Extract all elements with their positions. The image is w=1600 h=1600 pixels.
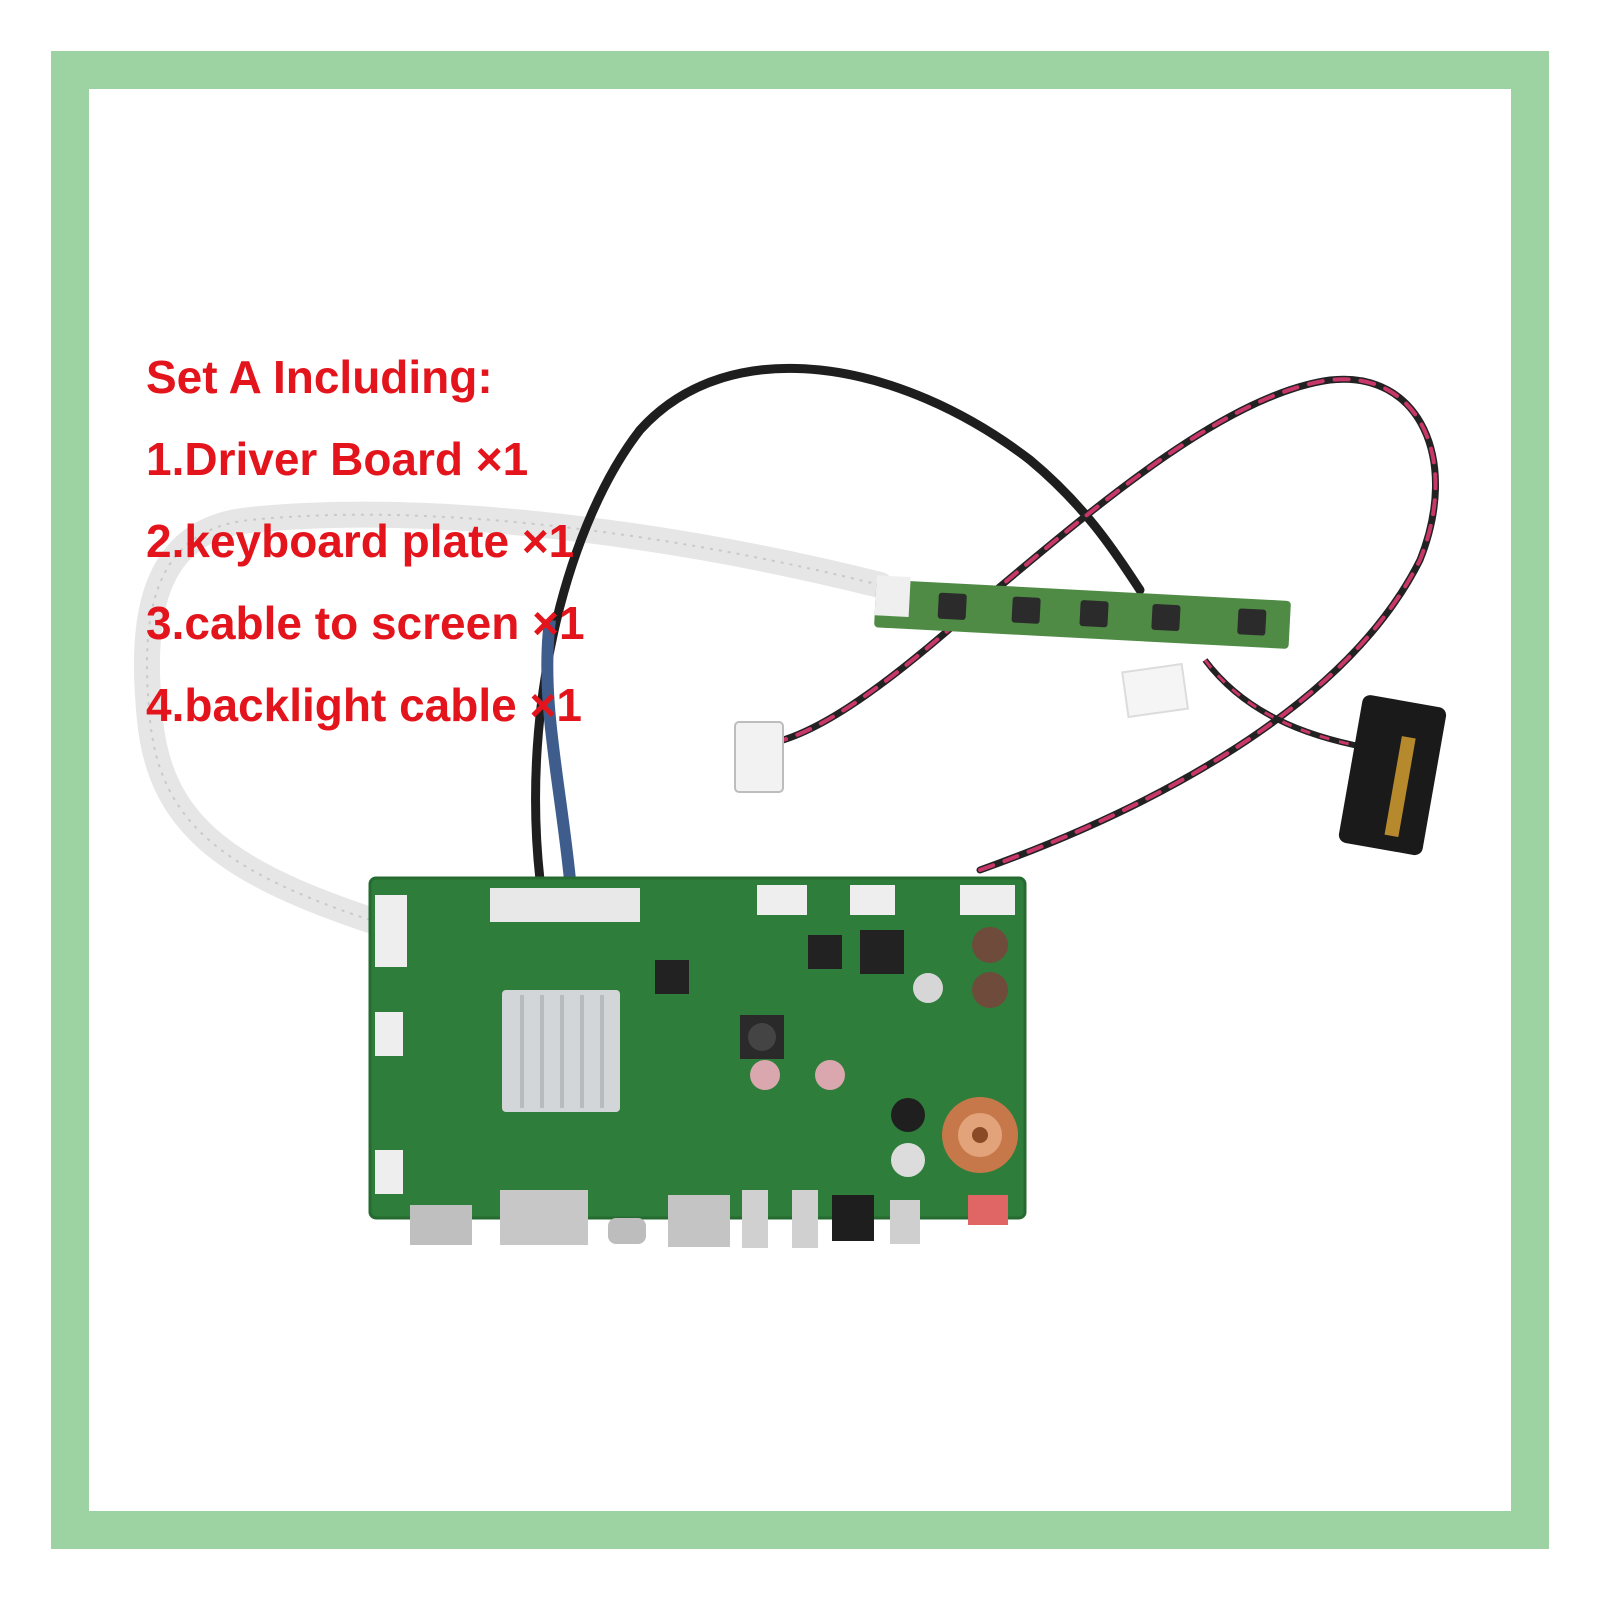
caption-item-driver-board: 1.Driver Board ×1 bbox=[146, 433, 529, 485]
backlight-connector bbox=[734, 721, 784, 793]
caption-item-keyboard-plate: 2.keyboard plate ×1 bbox=[146, 515, 575, 567]
screen-connector bbox=[1338, 695, 1447, 856]
cable-label bbox=[1121, 662, 1190, 719]
caption-item-backlight-cable: 4.backlight cable ×1 bbox=[146, 679, 582, 731]
lvds-cable bbox=[541, 619, 576, 881]
white-background bbox=[89, 89, 1511, 1511]
caption-heading: Set A Including: bbox=[146, 351, 493, 403]
included-items-caption: Set A Including: 1.Driver Board ×1 2.key… bbox=[146, 336, 585, 746]
caption-item-cable-to-screen: 3.cable to screen ×1 bbox=[146, 597, 585, 649]
driver-board bbox=[368, 876, 1027, 1248]
keyboard-plate bbox=[874, 575, 1291, 649]
